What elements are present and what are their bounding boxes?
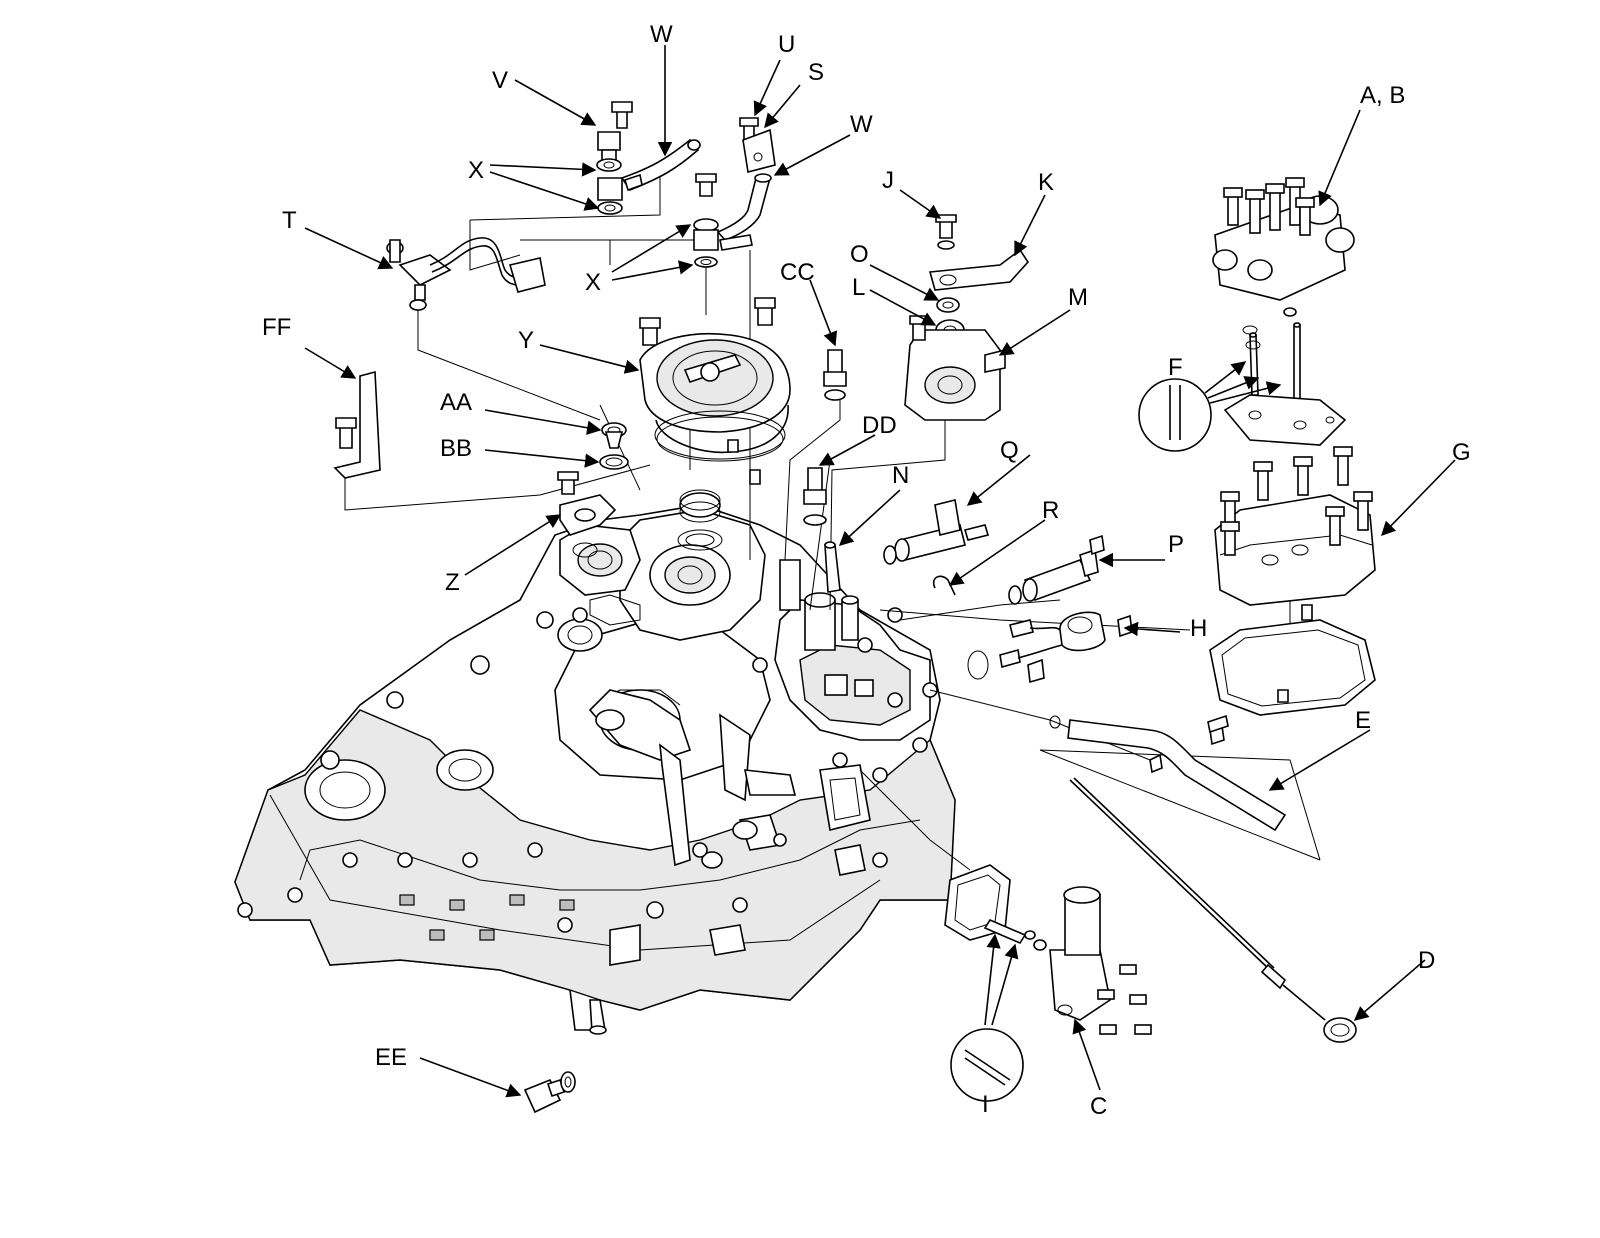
label-f: F <box>1168 354 1183 381</box>
part-g-gasket <box>1209 619 1376 716</box>
label-x-left: X <box>468 157 484 184</box>
label-u: U <box>778 31 795 58</box>
label-q: Q <box>1000 437 1019 464</box>
part-cc-sensor <box>823 349 847 401</box>
label-m: M <box>1068 284 1088 311</box>
label-d: D <box>1418 947 1435 974</box>
label-ee: EE <box>375 1044 407 1071</box>
part-f-callout-circle <box>1138 378 1212 452</box>
part-q-solenoid <box>883 499 990 565</box>
i-arrows <box>984 933 1019 1026</box>
part-y-cover <box>639 297 791 551</box>
part-ff-bracket <box>333 370 381 479</box>
label-w-right: W <box>850 111 873 138</box>
part-dd-sensor <box>803 467 827 526</box>
label-s: S <box>808 59 824 86</box>
label-w-top: W <box>650 21 673 48</box>
part-e-tube <box>1049 714 1287 832</box>
part-x-bolt-stack-right <box>693 173 753 268</box>
label-t: T <box>282 207 297 234</box>
part-h-solenoid <box>967 611 1133 684</box>
part-bb-washer <box>599 454 629 470</box>
part-p-solenoid <box>1008 534 1105 605</box>
label-h: H <box>1190 615 1207 642</box>
part-u-bolt <box>739 117 759 141</box>
label-y: Y <box>518 327 534 354</box>
part-r-clip <box>932 575 956 596</box>
part-g-cover <box>1214 446 1376 621</box>
label-a-b: A, B <box>1360 82 1405 109</box>
label-n: N <box>892 462 909 489</box>
label-p: P <box>1168 531 1184 558</box>
label-g: G <box>1452 439 1471 466</box>
part-c-solenoid <box>1049 886 1152 1035</box>
f-arrows <box>1204 361 1282 404</box>
part-w-hose-left <box>620 138 701 192</box>
label-cc: CC <box>780 259 815 286</box>
label-l: L <box>852 274 865 301</box>
part-ab-valve-body <box>1212 177 1355 317</box>
part-c-plate <box>944 864 1047 951</box>
label-e: E <box>1355 707 1371 734</box>
part-labels: A, B F G H P Q R N E D C I J K O L M CC … <box>262 21 1471 1120</box>
part-j-bolt <box>935 214 957 250</box>
part-w-hose-right <box>716 173 772 241</box>
label-o: O <box>850 241 869 268</box>
part-separator-plate <box>1223 394 1347 446</box>
part-d-dipstick <box>1069 777 1357 1043</box>
label-c: C <box>1090 1093 1107 1120</box>
part-k-lever <box>928 248 1030 291</box>
label-v: V <box>492 67 508 94</box>
transmission-housing <box>234 504 956 1035</box>
part-n-shaft <box>824 541 841 593</box>
part-o-nut <box>936 297 960 313</box>
callout-arrows <box>304 45 1456 1098</box>
label-ff: FF <box>262 314 291 341</box>
label-aa: AA <box>440 389 472 416</box>
label-dd: DD <box>862 412 897 439</box>
label-z: Z <box>445 569 460 596</box>
label-j: J <box>882 167 894 194</box>
label-k: K <box>1038 169 1054 196</box>
label-i: I <box>982 1091 989 1118</box>
label-x-right: X <box>585 269 601 296</box>
label-r: R <box>1042 497 1059 524</box>
label-bb: BB <box>440 435 472 462</box>
part-m-switch <box>904 315 1006 421</box>
part-v-bolt-stack <box>596 101 633 215</box>
part-aa-plug <box>601 422 627 449</box>
part-ee-drain-plug <box>523 1071 576 1114</box>
part-t-sensor <box>386 237 546 311</box>
part-i-callout-circle <box>950 1028 1024 1102</box>
